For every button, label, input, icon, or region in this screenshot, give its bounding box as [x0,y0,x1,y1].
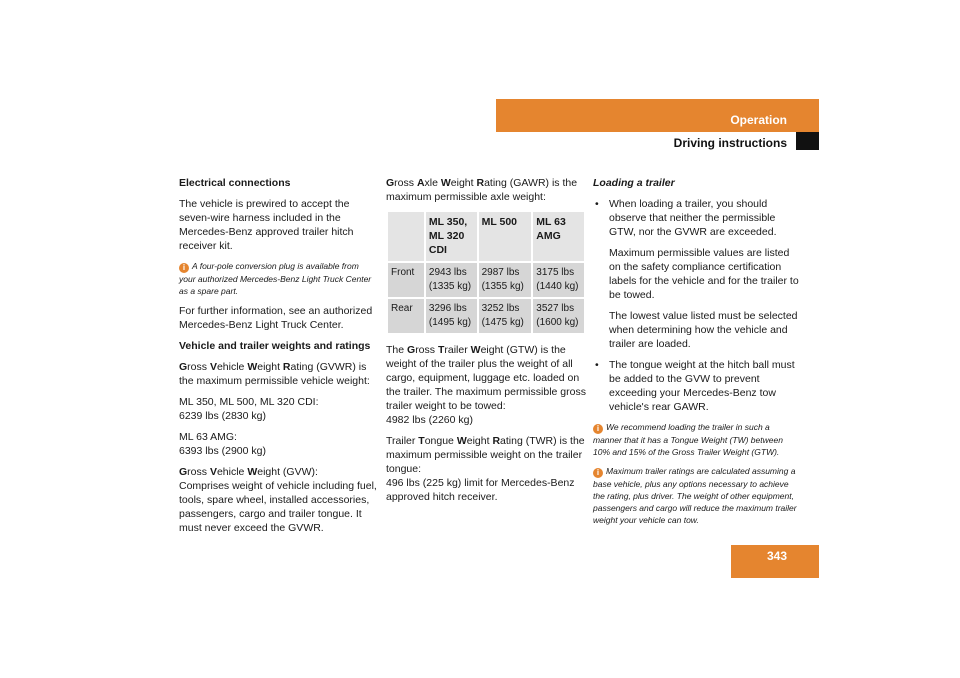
table-header-cell: ML 350, ML 320 CDI [425,212,477,261]
table-header-cell: ML 500 [478,212,532,261]
heading-weights-ratings: Vehicle and trailer weights and ratings [179,340,371,352]
bullet-paragraph: When loading a trailer, you should obser… [609,198,777,238]
info-icon: i [593,424,603,434]
acronym-word: ross [394,177,417,189]
column-right: Loading a trailer When loading a trailer… [593,176,799,533]
acronym-letter: A [416,177,425,189]
paragraph-prewired: The vehicle is prewired to accept the se… [179,198,354,252]
acronym-letter: G [179,466,188,478]
page-number-box [731,545,819,578]
header-accent-bar [496,99,819,132]
page-number: 343 [766,549,787,563]
table-cell: 3296 lbs (1495 kg) [425,297,477,333]
gvwr-models-b: ML 63 AMG: 6393 lbs (2900 kg) [179,430,377,458]
models-label: ML 63 AMG: [179,431,237,443]
acronym-letter: R [282,361,291,373]
note-text: We recommend loading the trailer in such… [593,422,783,457]
table-row: Rear 3296 lbs (1495 kg) 3252 lbs (1475 k… [388,297,584,333]
models-value: 6239 lbs (2830 kg) [179,410,266,422]
acronym-word: eight [466,435,493,447]
acronym-word: ehicle [216,361,248,373]
table-cell: 3252 lbs (1475 kg) [478,297,532,333]
info-icon: i [179,263,189,273]
table-cell: 2987 lbs (1355 kg) [478,261,532,297]
acronym-word: ross [187,361,210,373]
paragraph-gvwr: Gross Vehicle Weight Rating (GVWR) is th… [179,360,377,388]
acronym-letter: W [247,466,258,478]
table-cell: 3527 lbs (1600 kg) [533,297,584,333]
acronym-word: Trailer [386,435,419,447]
acronym-word: eight [450,177,477,189]
heading-loading-trailer: Loading a trailer [593,177,675,189]
list-item: The tongue weight at the hitch ball must… [593,358,799,414]
column-middle: Gross Axle Weight Rating (GAWR) is the m… [386,176,586,511]
acronym-letter: G [386,177,395,189]
table-header-cell: ML 63 AMG [533,212,584,261]
gvw-description: Comprises weight of vehicle including fu… [179,480,377,534]
acronym-letter: G [179,361,188,373]
acronym-word: ross [187,466,210,478]
bullet-paragraph: Maximum permissible values are listed on… [609,247,799,301]
acronym-letter: R [476,177,485,189]
bullet-paragraph: The lowest value listed must be selected… [609,310,798,350]
table-row: Front 2943 lbs (1335 kg) 2987 lbs (1355 … [388,261,584,297]
table-header-cell [388,212,424,261]
list-item: When loading a trailer, you should obser… [593,197,799,351]
acronym-letter: R [492,435,501,447]
heading-electrical-connections: Electrical connections [179,177,291,189]
acronym-letter: V [209,466,217,478]
models-label: ML 350, ML 500, ML 320 CDI: [179,396,319,408]
table-header-row: ML 350, ML 320 CDI ML 500 ML 63 AMG [388,212,584,261]
gvwr-models-a: ML 350, ML 500, ML 320 CDI: 6239 lbs (283… [179,395,377,423]
bullet-paragraph: The tongue weight at the hitch ball must… [609,359,795,413]
acronym-letter: W [440,177,451,189]
paragraph-gvw: Gross Vehicle Weight (GVW): Comprises wei… [179,465,377,535]
acronym-word: ating (TWR) is the maximum permissible w… [386,435,585,475]
acronym-word: ating (GAWR) is the maximum permissible … [386,177,578,203]
paragraph-further-info: For further information, see an authoriz… [179,305,373,331]
acronym-word: ehicle [216,466,248,478]
section-subtitle: Driving instructions [673,136,787,150]
section-title: Operation [730,113,787,127]
acronym-word: ongue [424,435,457,447]
table-cell: 3175 lbs (1440 kg) [533,261,584,297]
paragraph-gtw: The Gross Trailer Weight (GTW) is the we… [386,343,586,427]
acronym-letter: T [437,344,445,356]
acronym-letter: W [456,435,467,447]
gtw-value: 4982 lbs (2260 kg) [386,414,473,426]
acronym-letter: W [247,361,258,373]
acronym-letter: G [407,344,416,356]
acronym-word: The [386,344,408,356]
acronym-word: railer [444,344,471,356]
acronym-letter: W [470,344,481,356]
models-value: 6393 lbs (2900 kg) [179,445,266,457]
acronym-word: ating (GVWR) is the maximum permissible … [179,361,370,387]
acronym-letter: V [209,361,217,373]
axle-weight-table: ML 350, ML 320 CDI ML 500 ML 63 AMG Fron… [386,212,586,333]
header-tab-marker [796,132,819,150]
loading-bullet-list: When loading a trailer, you should obser… [593,197,799,414]
table-cell: Rear [388,297,424,333]
paragraph-twr: Trailer Tongue Weight Rating (TWR) is th… [386,434,586,504]
acronym-word: ross [415,344,438,356]
table-cell: Front [388,261,424,297]
note-text: Maximum trailer ratings are calculated a… [593,466,797,525]
paragraph-gawr: Gross Axle Weight Rating (GAWR) is the m… [386,176,586,204]
acronym-word: eight [257,361,283,373]
acronym-word: eight (GTW) is the weight of the trailer… [386,344,586,412]
acronym-word: eight (GVW): [257,466,318,478]
note-text: A four-pole conversion plug is available… [179,261,372,296]
twr-value: 496 lbs (225 kg) limit for Mercedes-Benz… [386,477,575,503]
table-cell: 2943 lbs (1335 kg) [425,261,477,297]
info-icon: i [593,468,603,478]
acronym-letter: T [418,435,425,447]
acronym-word: xle [424,177,441,189]
column-left: Electrical connections The vehicle is pr… [179,176,377,542]
